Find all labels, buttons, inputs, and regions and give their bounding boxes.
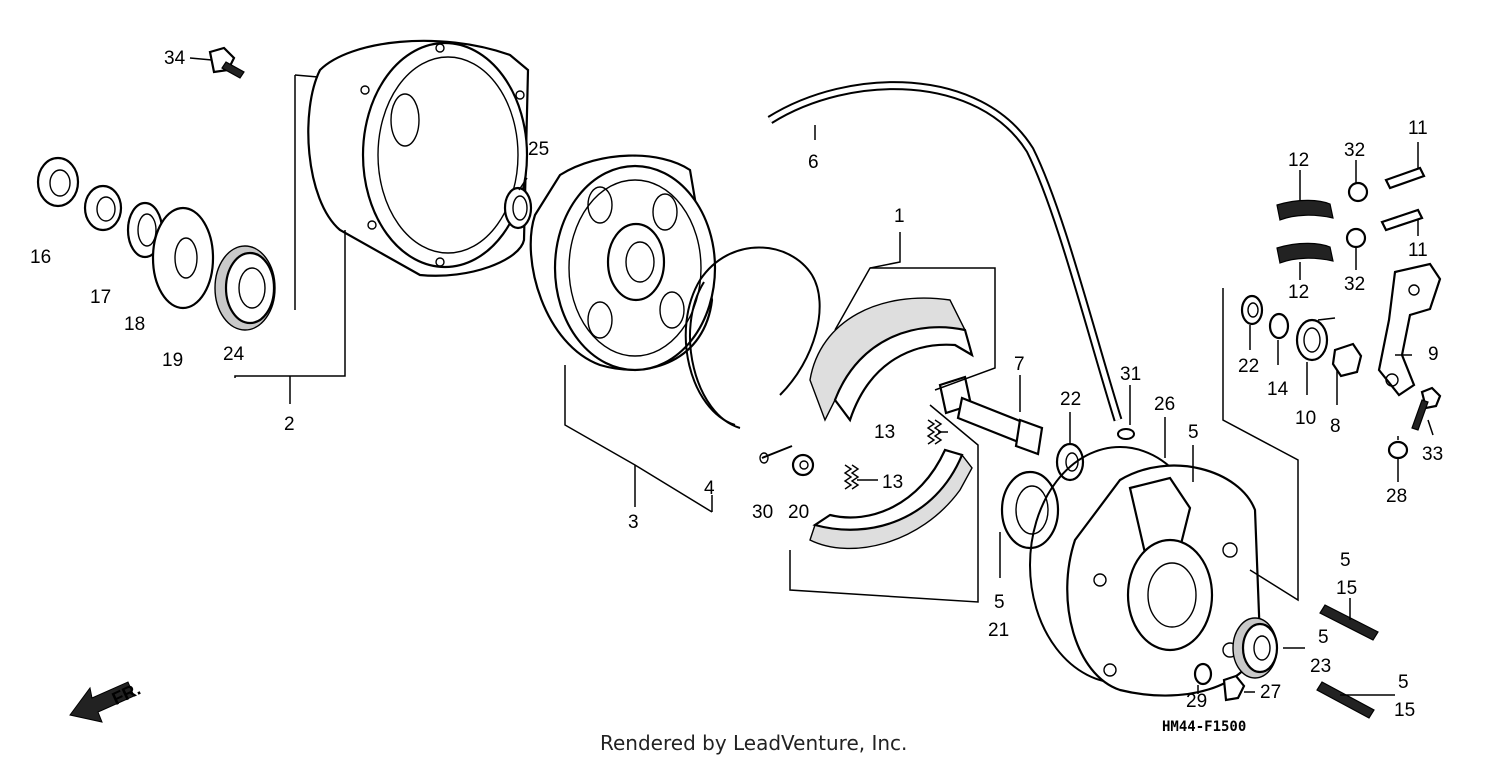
callout-9[interactable]: 9 <box>1428 344 1439 365</box>
callout-13-lower[interactable]: 13 <box>882 472 903 493</box>
callout-32-upper[interactable]: 32 <box>1344 140 1365 161</box>
part-12-spring-lower[interactable] <box>1276 242 1334 264</box>
part-9-arm[interactable] <box>1377 262 1442 397</box>
callout-13-upper[interactable]: 13 <box>874 422 895 443</box>
callout-18[interactable]: 18 <box>124 314 145 335</box>
credit-text: Rendered by LeadVenture, Inc. <box>600 731 907 755</box>
callout-12-lower[interactable]: 12 <box>1288 282 1309 303</box>
part-33-bolt[interactable] <box>1411 386 1442 431</box>
callout-20[interactable]: 20 <box>788 502 809 523</box>
part-2-drum-cover[interactable] <box>307 39 530 277</box>
callout-5-stud-lower[interactable]: 5 <box>1398 672 1409 693</box>
callout-25[interactable]: 25 <box>528 139 549 160</box>
part-11-pin-lower[interactable] <box>1380 208 1424 232</box>
part-15-stud-lower[interactable] <box>1316 681 1375 719</box>
part-17-collar[interactable] <box>83 184 123 232</box>
front-direction-arrow: FR. <box>69 679 144 723</box>
callout-14[interactable]: 14 <box>1267 379 1289 400</box>
part-16-nut[interactable] <box>36 156 80 208</box>
callout-7[interactable]: 7 <box>1014 354 1025 375</box>
part-30-pin[interactable] <box>759 445 793 464</box>
part-1-brake-shoe-upper[interactable] <box>809 297 974 423</box>
callout-5-seal[interactable]: 5 <box>994 592 1005 613</box>
part-22-seal-right[interactable] <box>1240 294 1264 326</box>
callout-28[interactable]: 28 <box>1386 486 1407 507</box>
callout-17[interactable]: 17 <box>90 287 111 308</box>
callout-2[interactable]: 2 <box>284 414 295 435</box>
part-19-washer[interactable] <box>151 206 215 310</box>
part-1-brake-shoe-lower[interactable] <box>809 448 973 550</box>
callout-15-upper[interactable]: 15 <box>1336 578 1357 599</box>
part-4-snap-ring[interactable] <box>684 246 821 429</box>
callout-23[interactable]: 23 <box>1310 656 1331 677</box>
callout-4[interactable]: 4 <box>704 478 715 499</box>
callout-34[interactable]: 34 <box>164 48 186 69</box>
part-13-spring-lower[interactable] <box>843 464 860 490</box>
part-14-washer[interactable] <box>1268 312 1290 340</box>
callout-5-panel[interactable]: 5 <box>1188 422 1199 443</box>
part-10-spring[interactable] <box>1295 317 1336 362</box>
part-5-brake-panel[interactable] <box>1066 464 1262 697</box>
part-11-pin-upper[interactable] <box>1384 166 1426 190</box>
callout-27[interactable]: 27 <box>1260 682 1281 703</box>
part-7-brake-cam[interactable] <box>938 375 1044 456</box>
callout-26[interactable]: 26 <box>1154 394 1175 415</box>
callout-11-lower[interactable]: 11 <box>1408 240 1428 261</box>
part-28-nut[interactable] <box>1387 440 1409 460</box>
part-34-bolt[interactable] <box>208 46 245 79</box>
callout-labels: 34 16 17 18 19 24 2 25 3 4 6 1 13 13 30 … <box>30 48 1443 721</box>
callout-24[interactable]: 24 <box>223 344 245 365</box>
callout-33[interactable]: 33 <box>1422 444 1443 465</box>
part-24-bearing[interactable] <box>214 245 276 331</box>
callout-22-left[interactable]: 22 <box>1060 389 1081 410</box>
leader-lines <box>189 57 1434 696</box>
callout-16[interactable]: 16 <box>30 247 51 268</box>
callout-10[interactable]: 10 <box>1295 408 1316 429</box>
part-12-spring-upper[interactable] <box>1276 199 1334 221</box>
callout-8[interactable]: 8 <box>1330 416 1341 437</box>
part-20-washer[interactable] <box>791 453 815 477</box>
part-8-indicator-plate[interactable] <box>1331 342 1363 378</box>
callout-5-bearing[interactable]: 5 <box>1318 627 1329 648</box>
callout-32-lower[interactable]: 32 <box>1344 274 1365 295</box>
callout-5-stud-upper[interactable]: 5 <box>1340 550 1351 571</box>
part-31-clip[interactable] <box>1117 428 1135 440</box>
part-6-breather-tube[interactable] <box>767 81 1123 422</box>
callout-19[interactable]: 19 <box>162 350 183 371</box>
part-3-brake-drum[interactable] <box>529 154 717 372</box>
part-15-stud-upper[interactable] <box>1319 604 1379 641</box>
callout-21[interactable]: 21 <box>988 620 1009 641</box>
callout-1[interactable]: 1 <box>894 206 905 227</box>
diagram-code: HM44-F1500 <box>1162 719 1246 735</box>
callout-11-upper[interactable]: 11 <box>1408 118 1428 139</box>
part-25-seal[interactable] <box>503 186 533 230</box>
part-23-bearing[interactable] <box>1232 617 1279 679</box>
callout-30[interactable]: 30 <box>752 502 773 523</box>
part-29-washer[interactable] <box>1193 662 1213 686</box>
part-32-collar-upper[interactable] <box>1347 181 1369 203</box>
part-32-collar-lower[interactable] <box>1345 227 1367 249</box>
callout-15-lower[interactable]: 15 <box>1394 700 1415 721</box>
callout-3[interactable]: 3 <box>628 512 639 533</box>
callout-31[interactable]: 31 <box>1120 364 1141 385</box>
callout-12-upper[interactable]: 12 <box>1288 150 1309 171</box>
part-21-oil-seal[interactable] <box>1000 470 1060 550</box>
part-27-bolt[interactable] <box>1222 674 1246 702</box>
callout-22-right[interactable]: 22 <box>1238 356 1259 377</box>
callout-6[interactable]: 6 <box>808 152 819 173</box>
callout-29[interactable]: 29 <box>1186 691 1207 712</box>
